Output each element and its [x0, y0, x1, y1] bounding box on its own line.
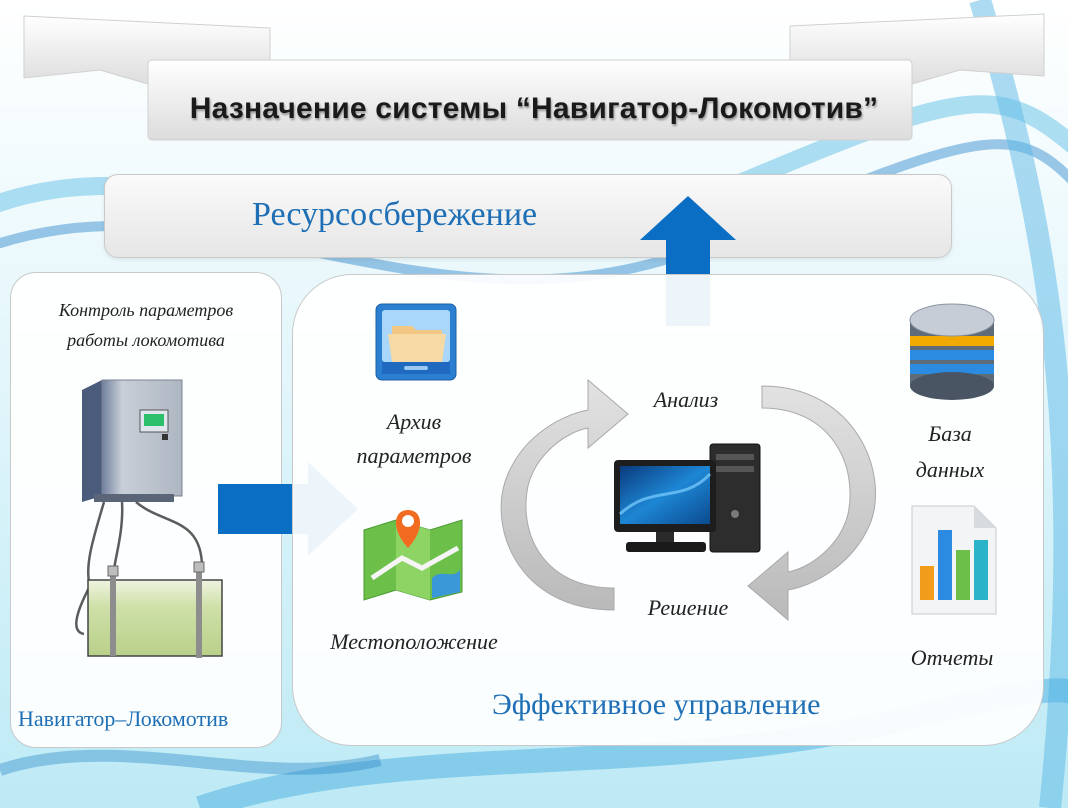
- analysis-label: Анализ: [653, 387, 719, 412]
- resource-saving-label: Ресурсосбережение: [252, 196, 538, 233]
- folder-archive-icon: [375, 303, 457, 381]
- locomotive-sensor-device-icon: [75, 379, 223, 658]
- database-icon: [909, 303, 995, 400]
- cycle-arrows-icon: [500, 378, 877, 622]
- computer-icon: [614, 443, 761, 553]
- control-caption-line2: работы локомотива: [67, 330, 225, 350]
- up-arrow-icon: [640, 196, 736, 326]
- map-pin-icon: [363, 510, 463, 601]
- navigator-locomotive-label: Навигатор–Локомотив: [18, 706, 229, 731]
- decision-label: Решение: [647, 595, 729, 620]
- database-label-line2: данных: [915, 457, 985, 482]
- location-label: Местоположение: [330, 629, 498, 654]
- archive-label-line2: параметров: [356, 443, 472, 468]
- control-caption-line1: Контроль параметров: [58, 300, 234, 320]
- database-label-line1: База: [928, 421, 972, 446]
- slide-title: Назначение системы “Навигатор-Локомотив”: [189, 92, 879, 125]
- resource-saving-box: [104, 174, 952, 258]
- effective-management-label: Эффективное управление: [492, 688, 821, 721]
- report-chart-icon: [911, 505, 997, 615]
- reports-label: Отчеты: [910, 645, 994, 670]
- archive-label-line1: Архив: [386, 409, 442, 434]
